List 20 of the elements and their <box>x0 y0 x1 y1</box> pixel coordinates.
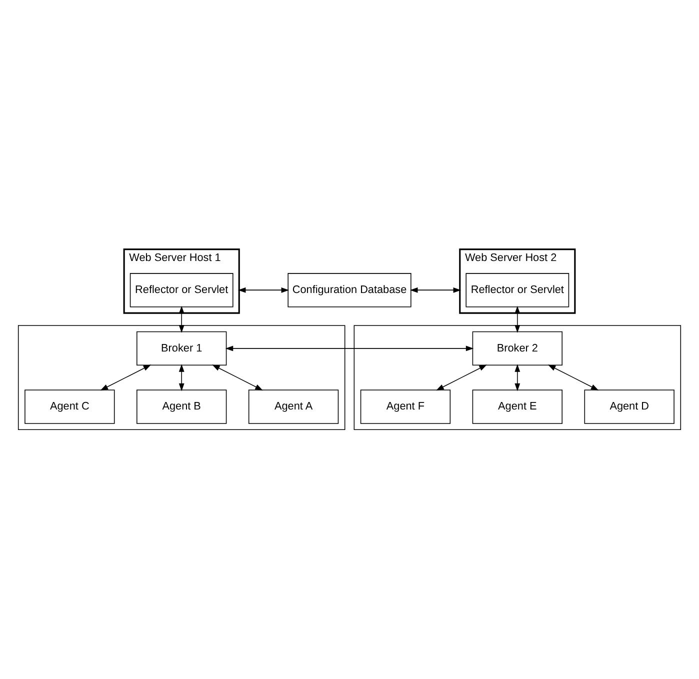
arrow <box>514 306 520 333</box>
node-box: Agent C <box>24 390 115 424</box>
node-box: Reflector or Servlet <box>130 273 234 308</box>
arrow <box>548 364 599 390</box>
arrow <box>212 364 263 390</box>
node-box: Agent D <box>584 390 674 424</box>
node-box: Configuration Database <box>288 273 412 308</box>
node-box: Reflector or Servlet <box>466 273 570 308</box>
arrow <box>178 306 184 333</box>
node-box: Broker 2 <box>472 331 562 366</box>
arrow <box>225 346 474 352</box>
arrow <box>514 364 520 392</box>
node-box: Broker 1 <box>136 331 227 366</box>
node-box: Agent A <box>248 390 339 424</box>
arrow <box>436 364 487 390</box>
node-box: Agent B <box>136 390 227 424</box>
node-box: Agent F <box>360 390 451 424</box>
node-box: Agent E <box>472 390 562 424</box>
arrow <box>178 364 184 392</box>
arrow <box>100 364 152 390</box>
